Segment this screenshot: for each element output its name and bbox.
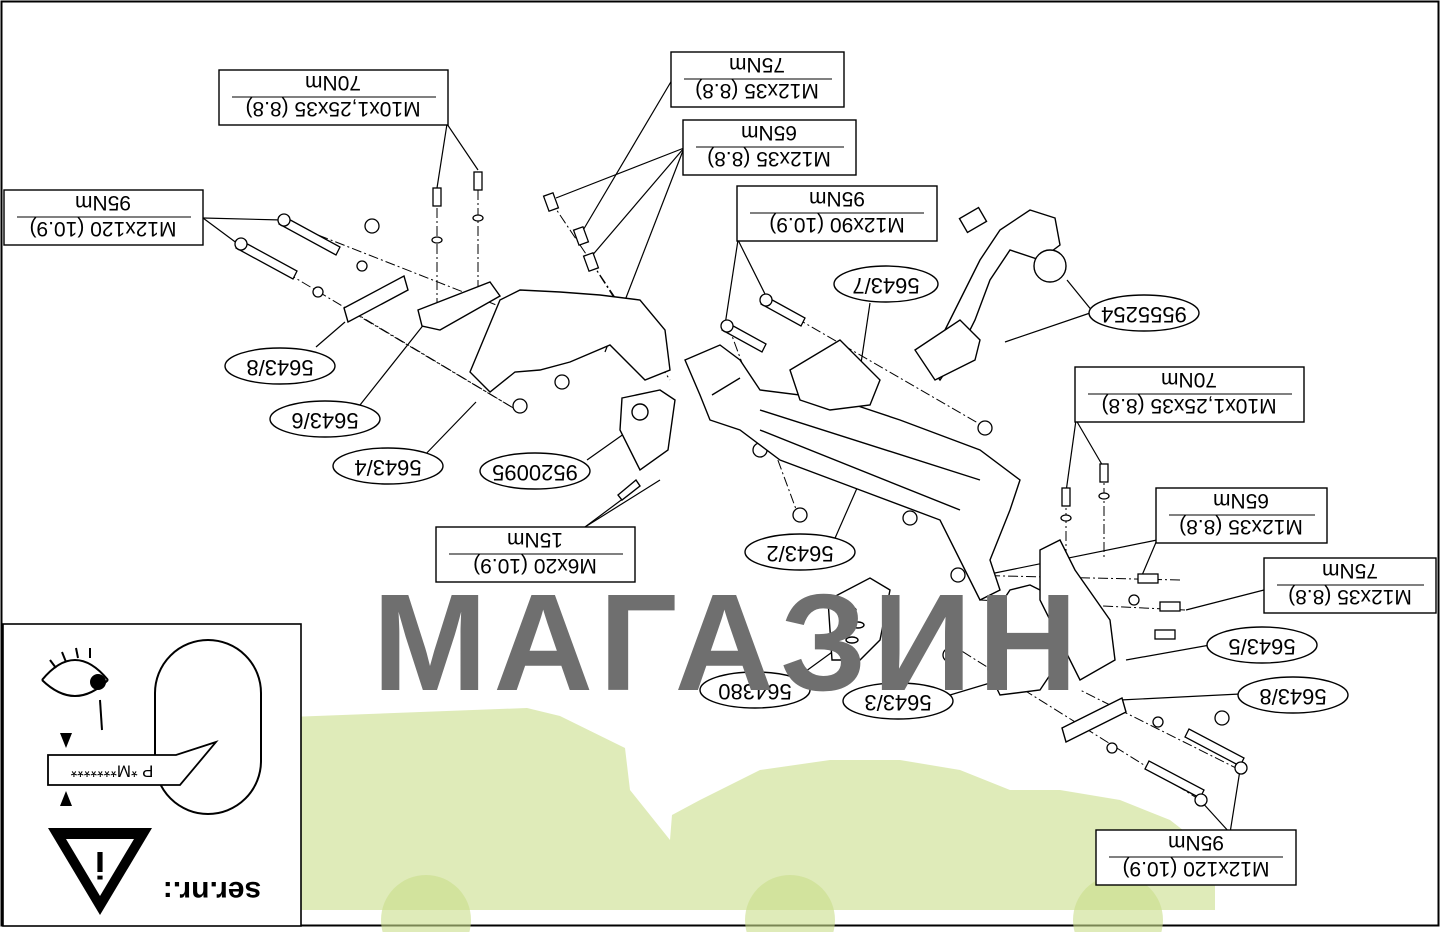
- callout-5643-8-right: 5643/8: [1237, 676, 1349, 714]
- socket-holder-9520095: [619, 389, 676, 472]
- svg-text:5643/8: 5643/8: [246, 355, 313, 380]
- plate-5643-8-right: [1061, 696, 1127, 744]
- callout-5643-8-left: 5643/8: [224, 347, 336, 385]
- bracket-5643-6: [417, 281, 502, 331]
- label-m12x120-right-torque: 95Nm: [1168, 831, 1224, 854]
- svg-text:i: i: [95, 843, 106, 885]
- label-m12x35-right-65: M12x35 (8.8) 65Nm: [1155, 487, 1328, 544]
- callout-5643-4: 5643/4: [332, 447, 444, 485]
- label-m12x90-torque: 95Nm: [809, 187, 865, 210]
- bracket-5643-7: [789, 339, 881, 411]
- callout-5643-5: 5643/5: [1206, 626, 1318, 664]
- label-m10-right-torque: 70Nm: [1161, 368, 1217, 391]
- label-m12x120-left-spec: M12x120 (10.9): [29, 217, 176, 240]
- callout-9555254: 9555254: [1088, 294, 1200, 332]
- svg-text:5643/7: 5643/7: [852, 273, 919, 298]
- svg-text:5643/8: 5643/8: [1259, 684, 1326, 709]
- label-m12x35-top-75: M12x35 (8.8) 75Nm: [670, 51, 845, 108]
- label-m12x120-right: M12x120 (10.9) 95Nm: [1095, 829, 1297, 886]
- callout-564380: 564380: [699, 671, 811, 709]
- svg-text:5643/2: 5643/2: [766, 541, 833, 566]
- label-m10-top: M10x1,25x35 (8.8) 70Nm: [218, 69, 449, 126]
- svg-text:5643/5: 5643/5: [1228, 634, 1295, 659]
- plate-5643-8-left: [343, 274, 409, 324]
- label-m12x120-left-torque: 95Nm: [75, 191, 131, 214]
- nameplate-location-outline: [154, 639, 262, 815]
- watermark-text: МАГАЗИН: [372, 566, 1083, 720]
- label-m12x35-top-65-torque: 65Nm: [741, 121, 797, 144]
- svg-text:5643/4: 5643/4: [354, 455, 421, 480]
- label-m12x35-right-65-spec: M12x35 (8.8): [1179, 515, 1303, 538]
- bracket-5643-5: [1039, 539, 1116, 681]
- svg-text:5643/6: 5643/6: [291, 408, 358, 433]
- label-m12x35-top-75-spec: M12x35 (8.8): [695, 79, 819, 102]
- info-warning-icon: i: [48, 828, 152, 915]
- legend-panel: P *M******* i ser.nr.:: [2, 623, 302, 927]
- towbar-parts: [343, 206, 1127, 744]
- leader-lines: [202, 79, 1265, 834]
- label-m12x120-left: M12x120 (10.9) 95Nm: [3, 189, 204, 246]
- callout-5643-6: 5643/6: [269, 400, 381, 438]
- label-m12x35-right-75-spec: M12x35 (8.8): [1288, 585, 1412, 608]
- label-m12x90: M12x90 (10.9) 95Nm: [736, 185, 938, 242]
- label-m12x35-top-65-spec: M12x35 (8.8): [707, 147, 831, 170]
- label-m10-right: M10x1,25x35 (8.8) 70Nm: [1074, 366, 1305, 423]
- svg-text:9555254: 9555254: [1101, 302, 1187, 327]
- callout-5643-3: 5643/3: [842, 682, 954, 720]
- svg-text:9520095: 9520095: [492, 460, 578, 485]
- nameplate-sample: P *M*******: [47, 733, 219, 806]
- label-m12x35-right-65-torque: 65Nm: [1213, 489, 1269, 512]
- label-m12x35-right-75-torque: 75Nm: [1322, 559, 1378, 582]
- label-m6x20: M6x20 (10.9) 15Nm: [435, 526, 636, 583]
- watermark-car-icon: [263, 708, 1215, 937]
- svg-text:P *M*******: P *M*******: [70, 762, 153, 781]
- part-564380: [827, 577, 891, 661]
- callout-9520095: 9520095: [479, 452, 591, 490]
- torque-labels: M10x1,25x35 (8.8) 70Nm M12x35 (8.8) 75Nm…: [3, 51, 1437, 886]
- callout-5643-7: 5643/7: [833, 265, 939, 303]
- label-m10-top-torque: 70Nm: [305, 71, 361, 94]
- label-m6x20-spec: M6x20 (10.9): [473, 554, 597, 577]
- label-m12x35-top-75-torque: 75Nm: [729, 53, 785, 76]
- svg-text:5643/3: 5643/3: [864, 690, 931, 715]
- svg-text:564380: 564380: [718, 679, 791, 704]
- crossbar-5643-2: [684, 344, 1021, 601]
- label-m12x120-right-spec: M12x120 (10.9): [1122, 857, 1269, 880]
- label-m10-right-spec: M10x1,25x35 (8.8): [1101, 394, 1276, 417]
- eye-icon: [41, 647, 109, 731]
- label-m12x35-top-65: M12x35 (8.8) 65Nm: [682, 119, 857, 176]
- part-number-callouts: 5643/8 5643/6 5643/4 9520095 5643/7 9555…: [224, 265, 1349, 720]
- label-m10-top-spec: M10x1,25x35 (8.8): [245, 97, 420, 120]
- callout-5643-2: 5643/2: [744, 533, 856, 571]
- serial-number-label: ser.nr.:: [163, 875, 261, 908]
- bolts-and-fasteners: [234, 171, 1248, 807]
- label-m6x20-torque: 15Nm: [507, 528, 563, 551]
- label-m12x35-right-75: M12x35 (8.8) 75Nm: [1263, 557, 1437, 614]
- side-plate-5643-4: [469, 289, 671, 393]
- side-plate-5643-3: [987, 584, 1061, 696]
- label-m12x90-spec: M12x90 (10.9): [769, 213, 904, 236]
